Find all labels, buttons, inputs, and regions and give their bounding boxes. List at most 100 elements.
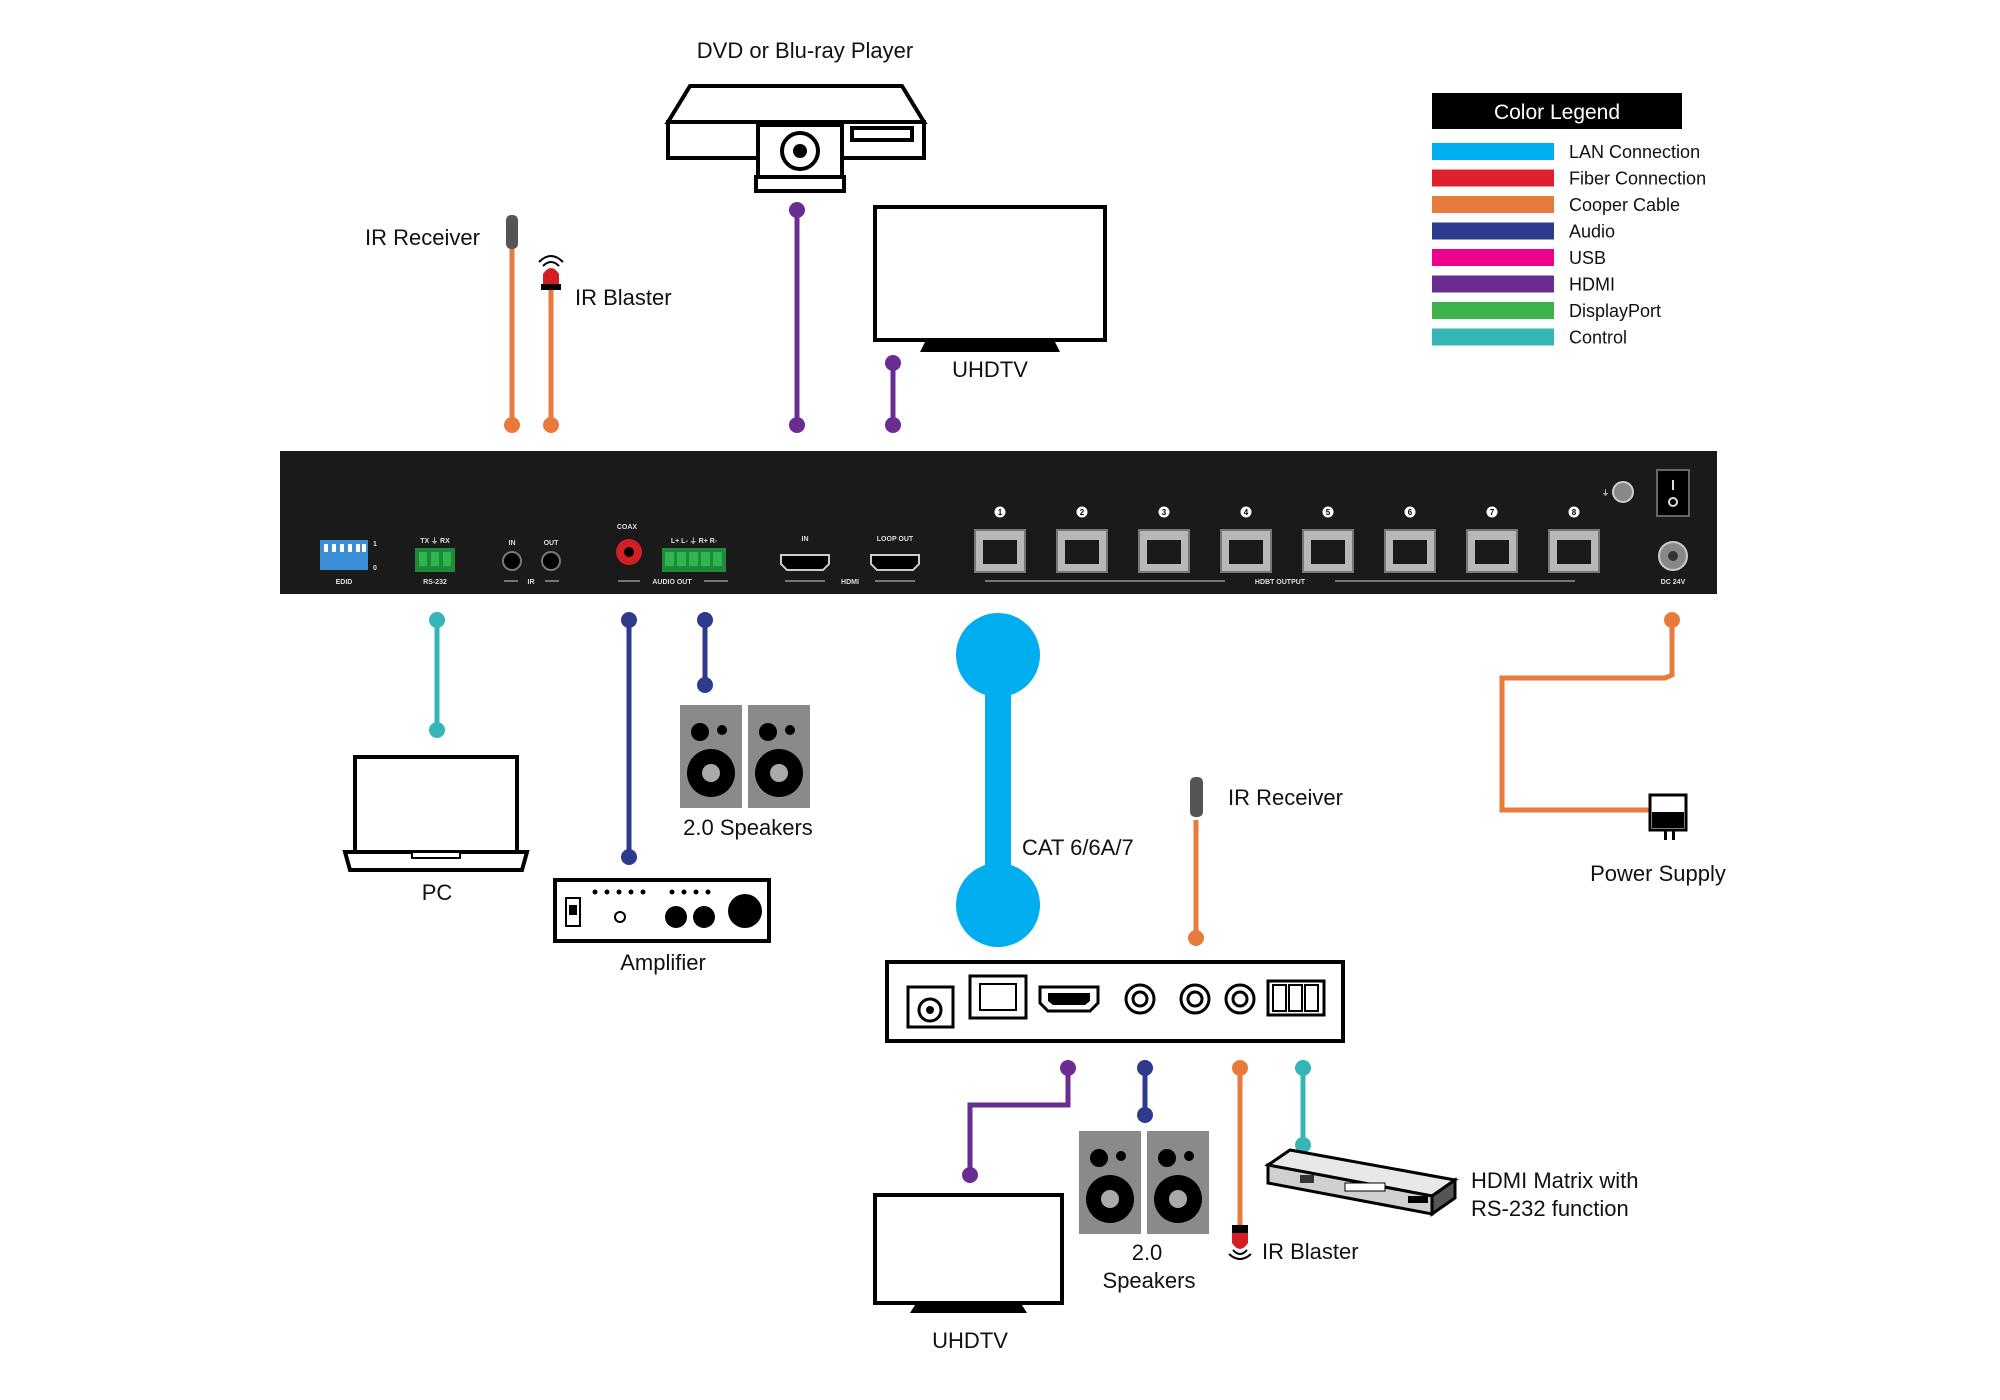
legend-swatch xyxy=(1432,169,1554,187)
rj45-opening xyxy=(1475,540,1509,564)
hdbt-port-number-badge xyxy=(1486,506,1498,518)
matrix-label-2: RS-232 function xyxy=(1471,1196,1629,1221)
rx-audio-dot-top xyxy=(1137,1060,1153,1076)
legend-item-label: HDMI xyxy=(1569,275,1615,295)
rx-ir-blaster-dot xyxy=(1232,1060,1248,1076)
hdmi-loop-out-port[interactable] xyxy=(870,554,920,571)
rj45-opening xyxy=(1393,540,1427,564)
ir-signal-bottom-icon xyxy=(1228,1249,1252,1260)
hdbt-port-number-badge xyxy=(1568,506,1580,518)
dc-label: DC 24V xyxy=(1661,579,1686,586)
audio-out-port[interactable]: L+ L- ⏚ R+ R- AUDIO OUT xyxy=(618,537,728,586)
uhdtv-bottom-label: UHDTV xyxy=(932,1328,1008,1353)
pc-label: PC xyxy=(422,880,453,905)
legend-swatch xyxy=(1432,328,1554,346)
ir-ports[interactable]: IN OUT IR xyxy=(502,540,561,586)
hdbt-port-5[interactable]: 5 xyxy=(1302,506,1354,573)
hdbt-port-4[interactable]: 4 xyxy=(1220,506,1272,573)
rx-control-dot-bottom xyxy=(1295,1137,1311,1153)
legend-swatch xyxy=(1432,222,1554,240)
ir-receiver-bottom-label: IR Receiver xyxy=(1228,785,1343,810)
coax-port[interactable]: COAX xyxy=(616,524,642,565)
dc-input[interactable]: DC 24V xyxy=(1658,541,1688,586)
power-switch-icon[interactable] xyxy=(1656,469,1690,517)
hdbt-port-3[interactable]: 3 xyxy=(1138,506,1190,573)
hdbt-port-7[interactable]: 7 xyxy=(1466,506,1518,573)
uhdtv-hdmi-cable-dot-bottom xyxy=(885,417,901,433)
power-cable xyxy=(1499,620,1675,813)
legend-item-label: Control xyxy=(1569,328,1627,348)
legend-header xyxy=(1432,93,1682,129)
amp-audio-dot-bottom xyxy=(621,849,637,865)
cable-type-label: CAT 6/6A/7 xyxy=(1022,835,1134,860)
hdmi-matrix xyxy=(1264,1148,1459,1217)
matrix-label-1: HDMI Matrix with xyxy=(1471,1168,1638,1193)
hdbt-output-label: HDBT OUTPUT xyxy=(1255,579,1306,586)
legend-swatch xyxy=(1432,302,1554,319)
rj45-opening xyxy=(1557,540,1591,564)
hdbt-port-number: 2 xyxy=(1080,508,1085,517)
ground-symbol-icon: ⏚ xyxy=(1602,489,1609,497)
legend-swatch xyxy=(1432,249,1554,266)
legend-item-label: Cooper Cable xyxy=(1569,195,1680,215)
rs232-pins-label: TX ⏚ RX xyxy=(420,537,450,545)
hdbt-port-number-badge xyxy=(1404,506,1416,518)
rj45-opening xyxy=(1147,540,1181,564)
hdbt-port-2[interactable]: 2 xyxy=(1056,506,1108,573)
dvd-tray-front xyxy=(754,175,846,193)
edid-switch[interactable]: EDID 1 0 xyxy=(320,540,377,586)
power-cable-dot xyxy=(1664,612,1680,628)
ir-receiver-top-icon xyxy=(506,215,518,249)
legend-item-label: Fiber Connection xyxy=(1569,169,1706,189)
rs232-port[interactable]: TX ⏚ RX RS-232 xyxy=(415,537,455,586)
laptop-screen xyxy=(353,755,519,854)
ir-blaster-bottom-icon xyxy=(1232,1233,1248,1249)
power-switch[interactable] xyxy=(1656,469,1690,517)
power-supply xyxy=(1648,793,1688,840)
coax-label: COAX xyxy=(617,524,638,531)
lan-cable-end-top xyxy=(956,613,1040,697)
dvd-player xyxy=(664,84,928,193)
ir-out-label: OUT xyxy=(544,540,560,547)
hdbt-port-number: 3 xyxy=(1162,508,1167,517)
hdbt-port-1[interactable]: 1 xyxy=(974,506,1026,573)
ir-out-jack[interactable] xyxy=(541,551,561,571)
hdbt-port-number-badge xyxy=(1076,506,1088,518)
amp-audio-dot-top xyxy=(621,612,637,628)
hdmi-in-port[interactable] xyxy=(780,554,830,571)
rj45-opening xyxy=(1065,540,1099,564)
ir-blaster-bottom xyxy=(1228,1225,1252,1260)
hdbt-switch-panel: EDID 1 0 TX ⏚ RX RS-232 IN OUT IR COAX xyxy=(280,451,1717,594)
cables-top xyxy=(504,202,901,433)
uhdtv-bottom-screen xyxy=(873,1193,1064,1305)
rx-hdmi-cable xyxy=(967,1068,1071,1175)
hdbt-port-number: 4 xyxy=(1244,508,1249,517)
edid-1-label: 1 xyxy=(373,541,377,548)
hdbt-port-6[interactable]: 6 xyxy=(1384,506,1436,573)
ir-receiver-top-label: IR Receiver xyxy=(365,225,480,250)
pc-laptop xyxy=(342,755,530,872)
legend-item-label: DisplayPort xyxy=(1569,301,1661,321)
speakers-top-label: 2.0 Speakers xyxy=(683,815,813,840)
cables-bottom xyxy=(429,612,1680,1225)
uhdtv-top-stand xyxy=(920,342,1060,352)
ir-blaster-cable-dot xyxy=(543,417,559,433)
hdbt-port-number: 6 xyxy=(1408,508,1413,517)
amplifier-label: Amplifier xyxy=(620,950,706,975)
power-supply-label: Power Supply xyxy=(1590,861,1726,886)
dvd-player-label: DVD or Blu-ray Player xyxy=(697,38,913,63)
legend-item-label: LAN Connection xyxy=(1569,142,1700,162)
speakers-bottom-label-2: Speakers xyxy=(1103,1268,1196,1293)
ir-receiver-bottom xyxy=(1190,777,1203,817)
speakers-top xyxy=(680,705,810,808)
edid-label: EDID xyxy=(336,579,353,586)
ir-in-jack[interactable] xyxy=(502,551,522,571)
hdbt-port-number-badge xyxy=(1322,506,1334,518)
hdmi-ports[interactable]: IN LOOP OUT HDMI xyxy=(780,536,920,586)
hdbt-port-8[interactable]: 8 xyxy=(1548,506,1600,573)
receiver-body xyxy=(885,960,1345,1043)
rx-hdmi-dot-bottom xyxy=(962,1167,978,1183)
amplifier xyxy=(553,878,771,943)
ground-screw: ⏚ xyxy=(1602,481,1634,503)
